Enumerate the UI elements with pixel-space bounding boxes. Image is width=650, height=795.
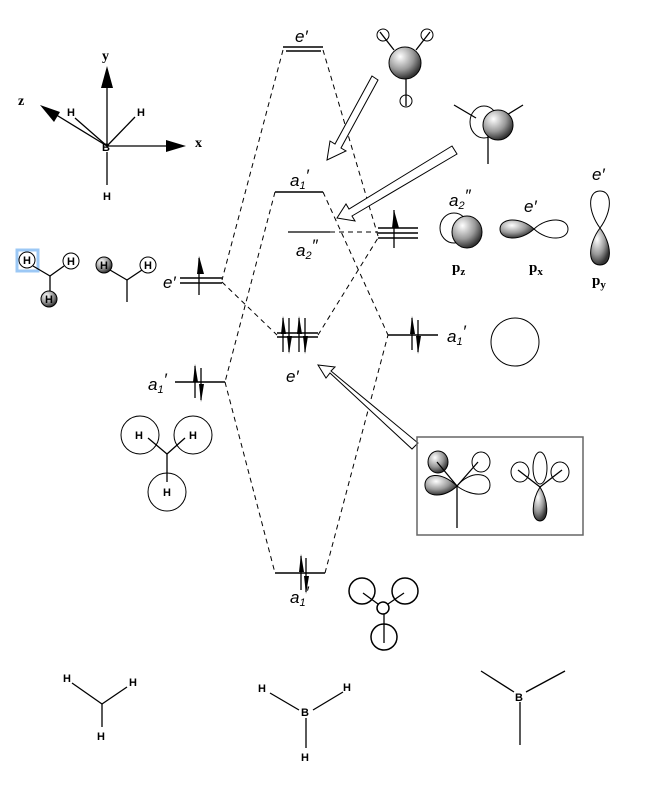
- level-a1-antibonding: a1′: [275, 166, 323, 193]
- svg-text:B: B: [515, 692, 523, 704]
- svg-text:H: H: [45, 294, 53, 306]
- hollow-arrows: [317, 75, 458, 450]
- svg-text:a1′: a1′: [148, 370, 168, 396]
- level-h-a1: a1′: [148, 364, 225, 402]
- svg-text:H: H: [301, 752, 309, 764]
- h-label: H: [137, 107, 145, 119]
- svg-text:H: H: [100, 260, 108, 272]
- svg-text:H: H: [129, 677, 137, 689]
- y-axis-label: y: [102, 49, 109, 64]
- h3-e-orbital-pictures: H H H H H: [15, 248, 157, 308]
- svg-text:e′: e′: [286, 367, 299, 386]
- coordinate-axes: y x z B H H H: [18, 49, 202, 203]
- svg-text:e′: e′: [163, 273, 176, 292]
- svg-text:a2″: a2″: [296, 236, 319, 262]
- e-orbital-picture-top: [376, 28, 434, 108]
- svg-text:a1′: a1′: [447, 322, 467, 348]
- px-orbital: e′ px: [499, 197, 569, 278]
- svg-text:H: H: [163, 487, 171, 499]
- h-label: H: [103, 191, 111, 203]
- correlation-lines: [221, 49, 389, 574]
- svg-text:px: px: [529, 260, 543, 278]
- boron-fragment-structure: B: [480, 670, 566, 745]
- svg-text:a2″: a2″: [449, 186, 472, 212]
- svg-text:H: H: [135, 430, 143, 442]
- svg-text:e′: e′: [295, 27, 308, 46]
- svg-text:H: H: [23, 255, 31, 267]
- level-h-e: e′: [163, 256, 222, 295]
- h3-fragment-structure: H H H: [63, 673, 137, 743]
- svg-text:pz: pz: [452, 260, 465, 278]
- selection-highlight: [15, 248, 40, 273]
- svg-text:a1′: a1′: [290, 583, 310, 609]
- svg-text:H: H: [258, 683, 266, 695]
- svg-text:e′: e′: [524, 197, 537, 216]
- h-label: H: [67, 107, 75, 119]
- svg-text:H: H: [67, 256, 75, 268]
- level-a1-bonding: a1′: [275, 554, 325, 609]
- boron-s-orbital: [490, 317, 540, 367]
- level-e-antibonding: e′: [283, 27, 323, 52]
- a1-bonding-orbital-picture: [348, 577, 419, 651]
- svg-text:a1′: a1′: [290, 166, 310, 192]
- level-b-p-orbitals: [378, 210, 418, 248]
- z-axis-label: z: [18, 94, 24, 109]
- level-b-a1: a1′: [388, 316, 540, 367]
- h3-a1-orbital-picture: H H H: [120, 415, 213, 512]
- svg-text:H: H: [144, 260, 152, 272]
- svg-text:H: H: [189, 430, 197, 442]
- level-e-bonding: e′: [277, 316, 318, 386]
- svg-text:H: H: [63, 673, 71, 685]
- svg-text:H: H: [343, 682, 351, 694]
- boron-label: B: [102, 142, 110, 154]
- pz-side-view-picture: [453, 104, 524, 164]
- e-bonding-orbital-box: [416, 436, 584, 536]
- svg-text:H: H: [97, 731, 105, 743]
- pz-orbital: a2″ pz: [439, 186, 483, 278]
- svg-text:B: B: [301, 707, 309, 719]
- py-orbital: e′ py: [590, 165, 610, 291]
- svg-text:e′: e′: [592, 165, 605, 184]
- level-a2-nonbonding: a2″: [288, 231, 330, 262]
- bh3-structure: B H H H: [258, 682, 351, 764]
- svg-text:py: py: [592, 273, 606, 291]
- x-axis-label: x: [195, 136, 202, 151]
